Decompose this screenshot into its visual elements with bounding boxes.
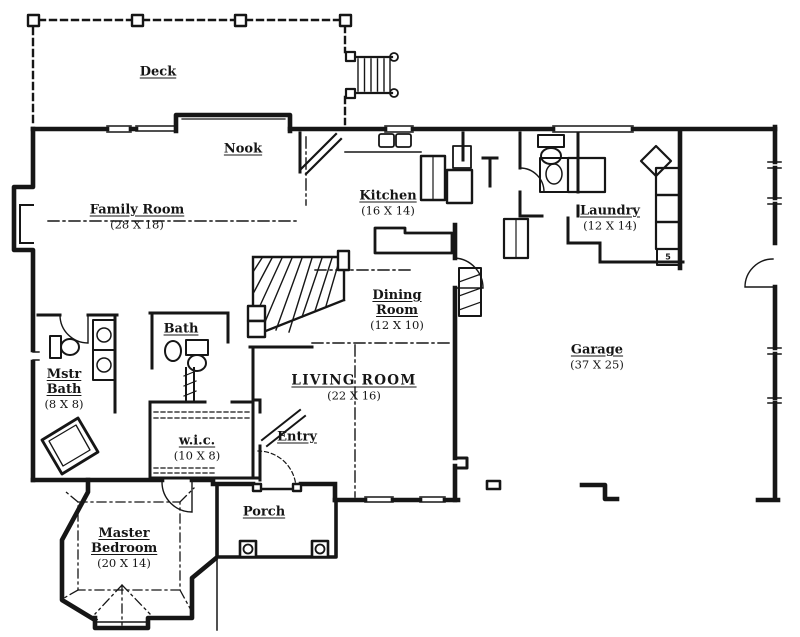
room-label-deck: Deck — [139, 64, 177, 80]
room-label-dining-room: Dining Room(12 X 10) — [370, 288, 424, 332]
porch-columns — [216, 539, 330, 631]
deck-railing — [26, 13, 353, 126]
windows — [32, 118, 782, 628]
room-label-master-bedroom: Master Bedroom(20 X 14) — [91, 526, 158, 570]
room-label-entry: Entry — [277, 429, 317, 445]
ceiling-break-lines — [47, 136, 453, 498]
master-bedroom-ceiling — [63, 487, 195, 626]
interior-walls — [36, 131, 685, 482]
room-label-wic: w.i.c.(10 X 8) — [173, 433, 221, 463]
room-label-laundry: Laundry(12 X 14) — [580, 203, 640, 233]
garage-steps-label: 5 — [665, 252, 671, 262]
room-label-master-bath: Mstr Bath(8 X 8) — [44, 367, 84, 411]
room-label-porch: Porch — [242, 504, 286, 520]
room-label-garage: Garage(37 X 25) — [570, 342, 624, 372]
kitchen-fixtures — [299, 132, 530, 317]
room-label-kitchen: Kitchen(16 X 14) — [359, 188, 417, 218]
master-bath-fixtures — [40, 319, 116, 476]
laundry-fixtures — [537, 134, 682, 266]
bath-fixtures — [164, 339, 209, 372]
room-label-bath: Bath — [163, 321, 199, 337]
staircase — [246, 249, 351, 339]
deck-stairs — [344, 50, 399, 100]
room-label-living-room: LIVING ROOM(22 X 16) — [291, 372, 417, 403]
room-label-nook: Nook — [223, 141, 263, 157]
room-label-family-room: Family Room(28 X 18) — [89, 202, 185, 232]
exterior-walls — [11, 112, 781, 631]
doors — [59, 167, 774, 513]
